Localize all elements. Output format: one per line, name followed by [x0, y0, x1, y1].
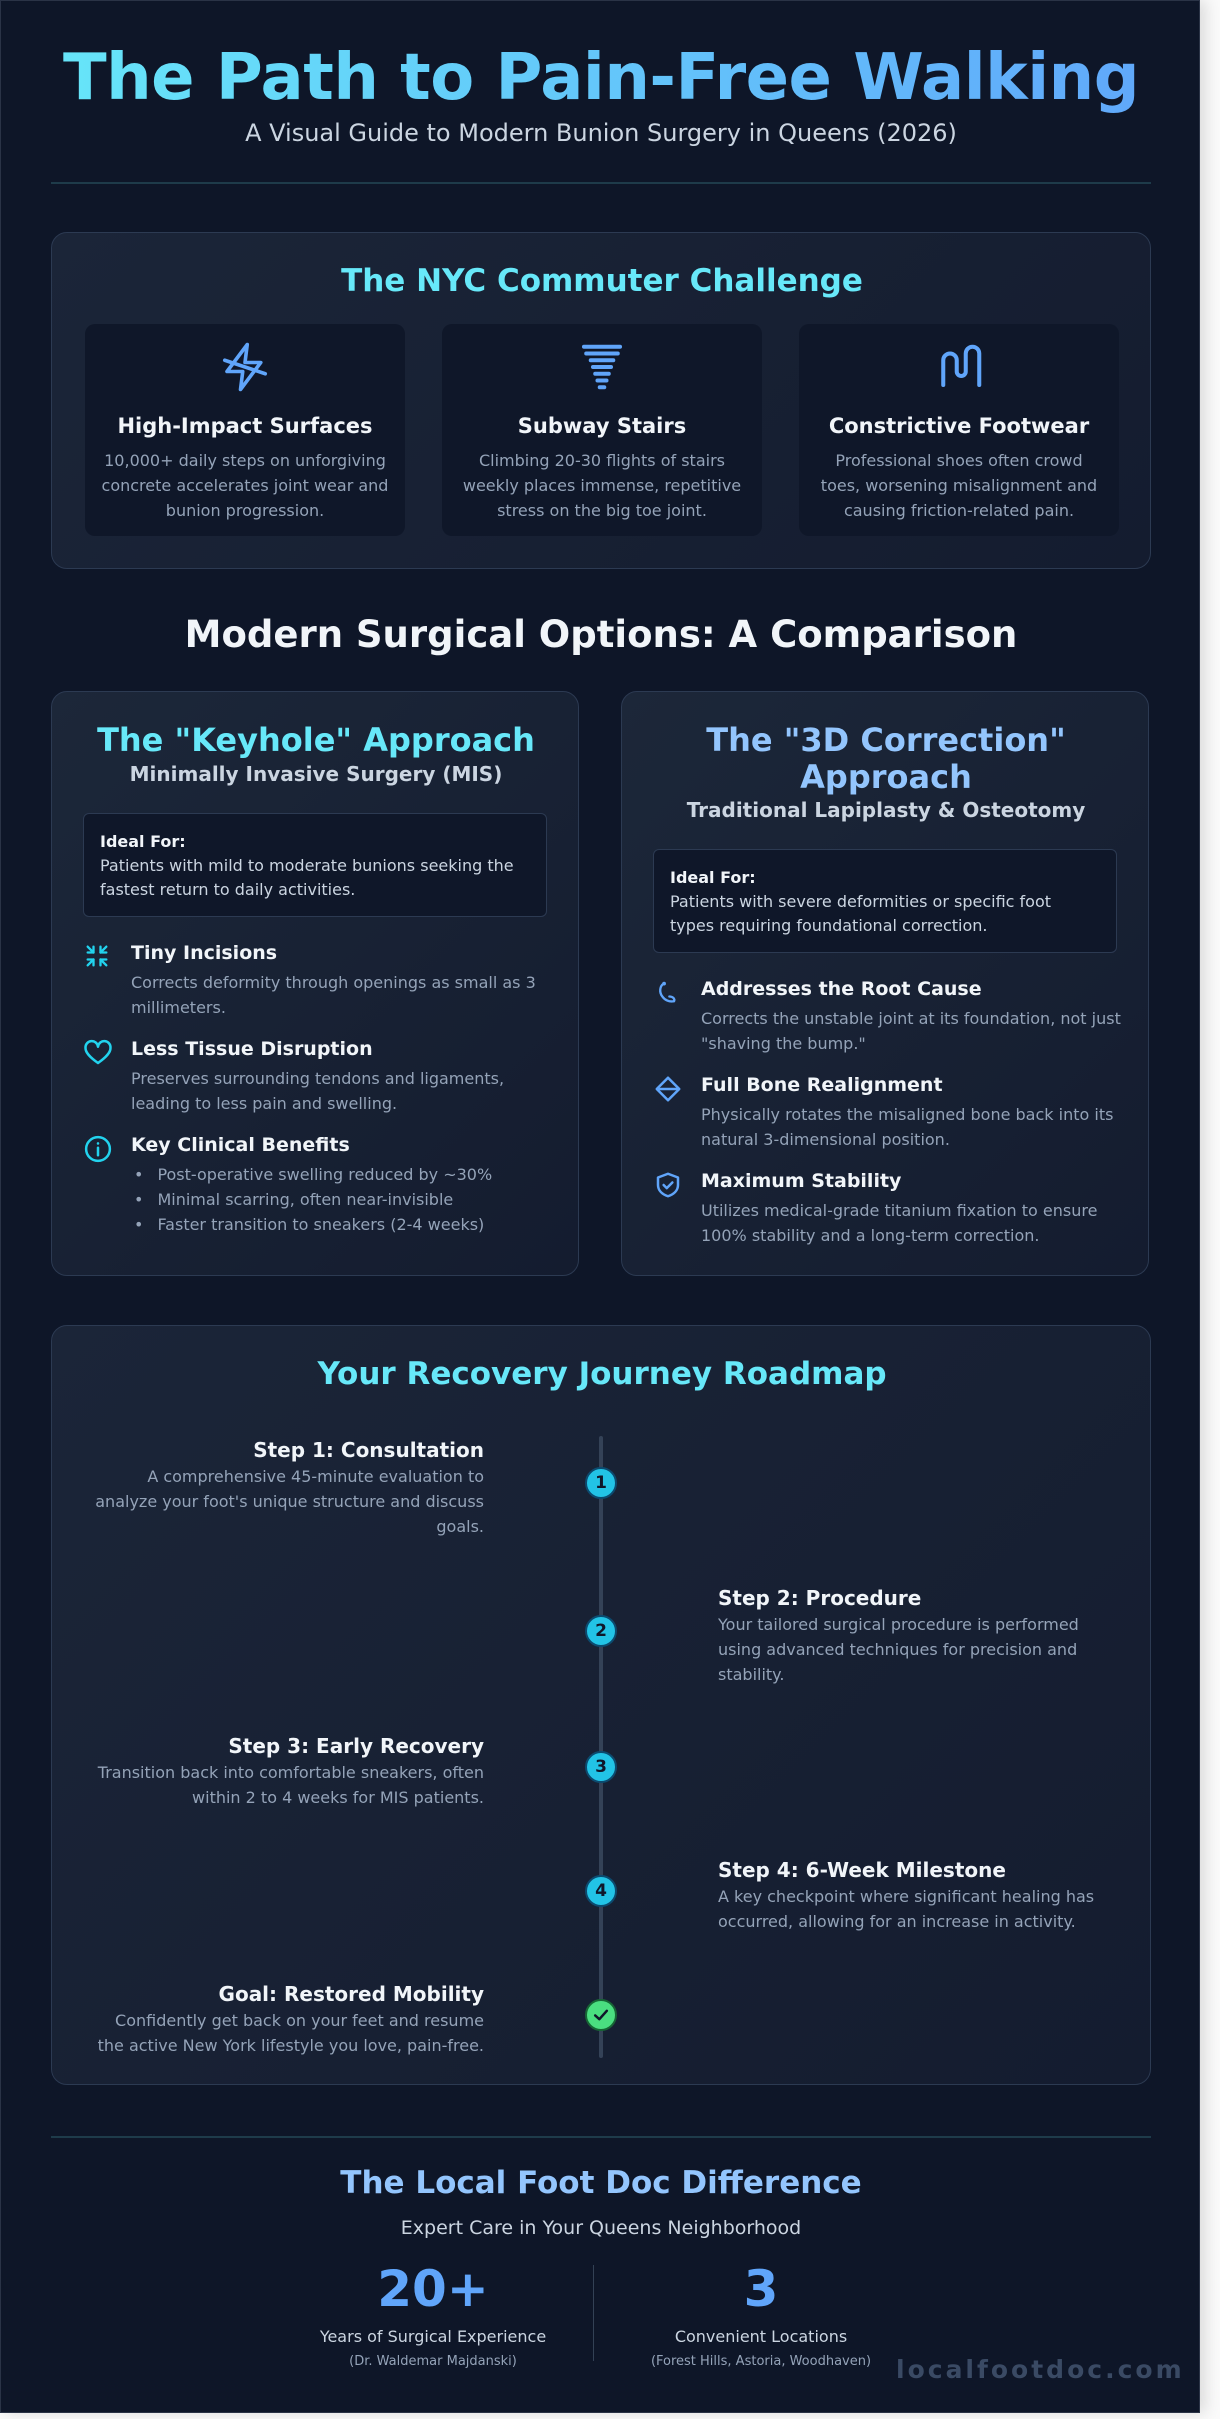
ideal-text: Patients with severe deformities or spec… — [670, 892, 1052, 935]
step-marker: 2 — [585, 1615, 617, 1647]
feature-title: Key Clinical Benefits — [131, 1134, 350, 1156]
step-title: Step 4: 6-Week Milestone — [718, 1858, 1006, 1882]
commuter-card: Constrictive Footwear Professional shoes… — [799, 324, 1119, 536]
lightning-icon — [85, 340, 405, 394]
feature-title: Tiny Incisions — [131, 942, 278, 964]
stat-note: (Dr. Waldemar Majdanski) — [349, 2354, 517, 2369]
stairs-icon — [442, 340, 762, 394]
step-text: Confidently get back on your feet and re… — [97, 2011, 484, 2055]
info-icon — [83, 1134, 113, 1164]
ideal-label: Ideal For: — [670, 868, 756, 887]
roadmap-title: Your Recovery Journey Roadmap — [317, 1356, 887, 1392]
check-icon — [593, 2009, 609, 2021]
footer-divider — [51, 2136, 1151, 2138]
commuter-card: High-Impact Surfaces 10,000+ daily steps… — [85, 324, 405, 536]
footwear-icon — [799, 340, 1119, 394]
stat-experience: 20+ Years of Surgical Experience (Dr. Wa… — [283, 2259, 583, 2369]
step-text: Your tailored surgical procedure is perf… — [718, 1615, 1079, 1684]
site-watermark: localfootdoc.com — [896, 2355, 1185, 2384]
timeline-step: Step 2: Procedure Your tailored surgical… — [718, 1584, 1118, 1687]
stat-divider — [593, 2265, 594, 2361]
feature-text: Corrects the unstable joint at its found… — [701, 1009, 1121, 1053]
roadmap-section: Your Recovery Journey Roadmap Step 1: Co… — [51, 1325, 1151, 2085]
timeline-step: Step 3: Early Recovery Transition back i… — [84, 1732, 484, 1810]
heart-icon — [83, 1038, 113, 1068]
panel-title: The "Keyhole" Approach — [97, 721, 535, 759]
stat-note: (Forest Hills, Astoria, Woodhaven) — [650, 2354, 872, 2369]
card-text: 10,000+ daily steps on unforgiving concr… — [101, 451, 389, 520]
ideal-for-box: Ideal For: Patients with mild to moderat… — [83, 813, 547, 917]
step-title: Step 3: Early Recovery — [228, 1734, 484, 1758]
panel-subtitle: Traditional Lapiplasty & Osteotomy — [686, 798, 1086, 822]
goal-marker — [585, 1999, 617, 2031]
step-text: A comprehensive 45-minute evaluation to … — [95, 1467, 484, 1536]
ideal-text: Patients with mild to moderate bunions s… — [100, 856, 514, 899]
feature-item: Less Tissue Disruption Preserves surroun… — [83, 1038, 553, 1113]
card-text: Climbing 20-30 flights of stairs weekly … — [462, 451, 742, 520]
feature-text: Corrects deformity through openings as s… — [131, 973, 536, 1017]
ideal-for-box: Ideal For: Patients with severe deformit… — [653, 849, 1117, 953]
panel-title: The "3D Correction" Approach — [706, 721, 1066, 796]
list-item: Faster transition to sneakers (2-4 weeks… — [131, 1212, 551, 1237]
footer-title: The Local Foot Doc Difference — [340, 2165, 862, 2201]
feature-text: Preserves surrounding tendons and ligame… — [131, 1069, 505, 1113]
step-text: A key checkpoint where significant heali… — [718, 1887, 1095, 1931]
card-text: Professional shoes often crowd toes, wor… — [820, 451, 1098, 520]
page-title: The Path to Pain-Free Walking — [1, 41, 1201, 115]
stat-label: Convenient Locations — [674, 2327, 848, 2346]
minimize-arrows-icon — [83, 942, 113, 972]
header-divider — [51, 182, 1151, 184]
step-text: Transition back into comfortable sneaker… — [97, 1763, 484, 1807]
feature-title: Full Bone Realignment — [701, 1074, 943, 1096]
footer-subtitle: Expert Care in Your Queens Neighborhood — [400, 2217, 802, 2239]
comparison-title: Modern Surgical Options: A Comparison — [184, 613, 1018, 656]
page-subtitle: A Visual Guide to Modern Bunion Surgery … — [245, 119, 957, 147]
timeline-step: Step 1: Consultation A comprehensive 45-… — [84, 1436, 484, 1539]
commuter-section: The NYC Commuter Challenge High-Impact S… — [51, 232, 1151, 569]
stat-value: 20+ — [377, 2260, 489, 2318]
panel-subtitle: Minimally Invasive Surgery (MIS) — [129, 762, 503, 786]
timeline-line — [599, 1436, 603, 2058]
correction-panel: The "3D Correction" Approach Traditional… — [621, 691, 1149, 1276]
feature-item: Full Bone Realignment Physically rotates… — [653, 1074, 1123, 1149]
feature-text: Utilizes medical-grade titanium fixation… — [701, 1201, 1098, 1245]
feature-item: Maximum Stability Utilizes medical-grade… — [653, 1170, 1123, 1245]
timeline-step: Goal: Restored Mobility Confidently get … — [84, 1980, 484, 2058]
feature-title: Maximum Stability — [701, 1170, 902, 1192]
step-title: Step 2: Procedure — [718, 1586, 922, 1610]
card-title: Constrictive Footwear — [828, 414, 1090, 438]
benefits-list: Post-operative swelling reduced by ~30% … — [131, 1162, 551, 1237]
foot-icon — [653, 978, 683, 1008]
shield-check-icon — [653, 1170, 683, 1200]
timeline-step: Step 4: 6-Week Milestone A key checkpoin… — [718, 1856, 1118, 1934]
commuter-card: Subway Stairs Climbing 20-30 flights of … — [442, 324, 762, 536]
step-title: Step 1: Consultation — [253, 1438, 484, 1462]
stat-label: Years of Surgical Experience — [319, 2327, 547, 2346]
align-diamond-icon — [653, 1074, 683, 1104]
feature-title: Less Tissue Disruption — [131, 1038, 373, 1060]
commuter-title: The NYC Commuter Challenge — [341, 263, 863, 299]
feature-text: Physically rotates the misaligned bone b… — [701, 1105, 1114, 1149]
feature-item: Addresses the Root Cause Corrects the un… — [653, 978, 1123, 1053]
step-marker: 4 — [585, 1875, 617, 1907]
card-title: High-Impact Surfaces — [117, 414, 373, 438]
list-item: Minimal scarring, often near-invisible — [131, 1187, 551, 1212]
step-title: Goal: Restored Mobility — [218, 1982, 484, 2006]
stat-locations: 3 Convenient Locations (Forest Hills, As… — [611, 2259, 911, 2369]
list-item: Post-operative swelling reduced by ~30% — [131, 1162, 551, 1187]
step-marker: 3 — [585, 1751, 617, 1783]
feature-item: Key Clinical Benefits Post-operative swe… — [83, 1134, 553, 1234]
stat-value: 3 — [743, 2260, 779, 2318]
feature-title: Addresses the Root Cause — [701, 978, 982, 1000]
ideal-label: Ideal For: — [100, 832, 186, 851]
step-marker: 1 — [585, 1467, 617, 1499]
card-title: Subway Stairs — [517, 414, 687, 438]
feature-item: Tiny Incisions Corrects deformity throug… — [83, 942, 553, 1017]
keyhole-panel: The "Keyhole" Approach Minimally Invasiv… — [51, 691, 579, 1276]
